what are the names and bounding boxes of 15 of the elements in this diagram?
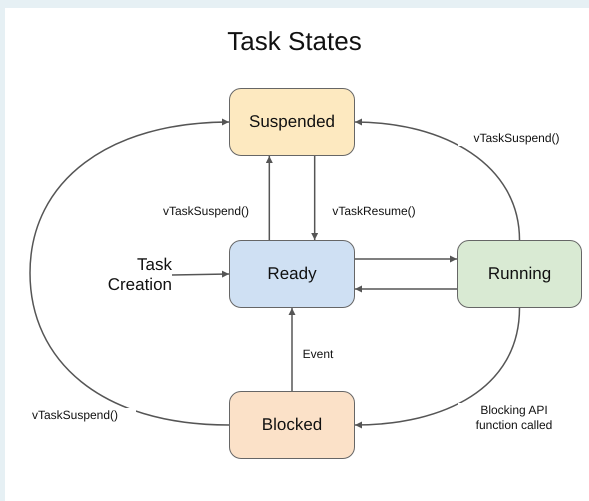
state-box: Ready — [229, 240, 355, 308]
state-box: Suspended — [229, 88, 355, 156]
arrow — [311, 156, 318, 240]
state-box: Running — [457, 240, 582, 308]
arrow — [29, 118, 230, 426]
arrow — [288, 308, 296, 391]
start-label: Task Creation — [90, 253, 172, 297]
state-box: Blocked — [229, 391, 355, 459]
arrow — [355, 256, 457, 263]
arrow — [355, 285, 457, 292]
arrow — [354, 118, 520, 240]
diagram-title: Task States — [226, 26, 363, 57]
arrow — [266, 156, 273, 240]
arrow — [354, 308, 520, 428]
arrow — [172, 270, 230, 278]
